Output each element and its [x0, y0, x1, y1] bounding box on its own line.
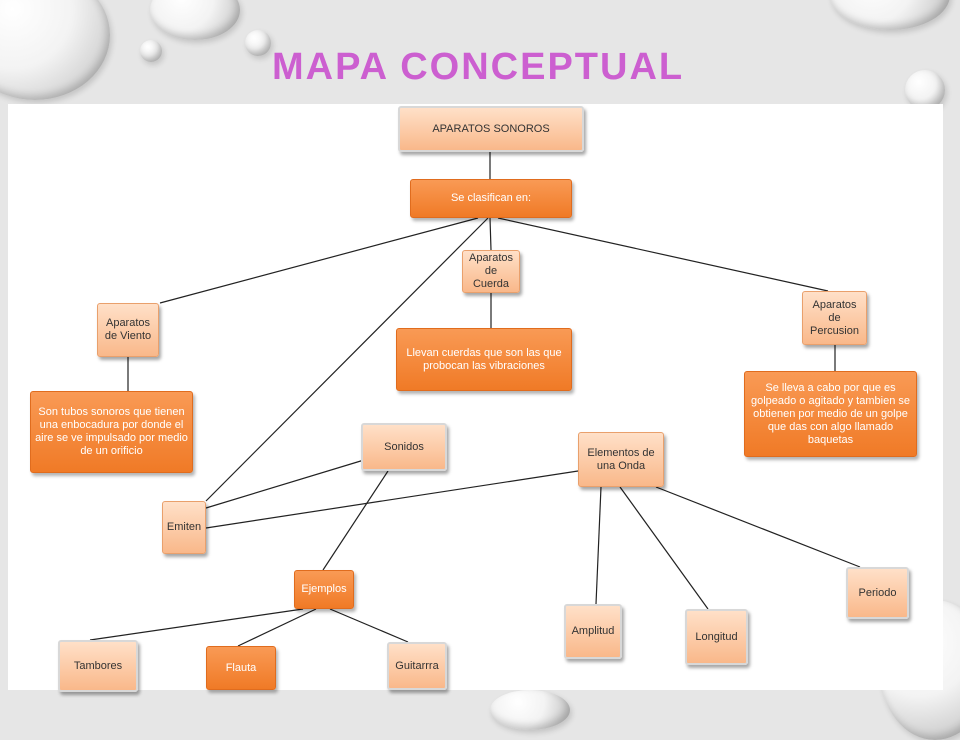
node-viento-desc[interactable]: Son tubos sonoros que tienen una enbocad…	[30, 391, 193, 473]
connector-onda-to-longitud	[619, 486, 709, 610]
node-cuerda-desc[interactable]: Llevan cuerdas que son las que probocan …	[396, 328, 572, 391]
node-periodo[interactable]: Periodo	[846, 567, 909, 619]
node-se-clasifican[interactable]: Se clasifican en:	[410, 179, 572, 218]
node-ejemplos[interactable]: Ejemplos	[294, 570, 354, 609]
water-drop-decoration	[490, 690, 570, 730]
node-emiten[interactable]: Emiten	[162, 501, 206, 554]
connector-classify-to-percusion	[497, 217, 829, 292]
node-longitud[interactable]: Longitud	[685, 609, 748, 665]
node-elementos-onda[interactable]: Elementos de una Onda	[578, 432, 664, 487]
connector-emiten-to-onda	[205, 470, 579, 529]
node-percusion-desc[interactable]: Se lleva a cabo por que es golpeado o ag…	[744, 371, 917, 457]
node-aparatos-viento[interactable]: Aparatos de Viento	[97, 303, 159, 357]
water-drop-decoration	[830, 0, 950, 30]
water-drop-decoration	[245, 30, 271, 56]
water-drop-decoration	[0, 0, 110, 100]
page-title: MAPA CONCEPTUAL	[272, 46, 685, 88]
connector-onda-to-amplitud	[595, 486, 602, 605]
water-drop-decoration	[140, 40, 162, 62]
node-aparatos-sonoros[interactable]: APARATOS SONOROS	[398, 106, 584, 152]
connector-ejemplos-to-tambores	[89, 608, 304, 641]
connector-lines	[89, 152, 861, 647]
node-sonidos[interactable]: Sonidos	[361, 423, 447, 471]
connector-sonidos-to-ejemplos	[322, 470, 389, 571]
node-flauta[interactable]: Flauta	[206, 646, 276, 690]
connector-emiten-to-sonidos	[205, 459, 365, 509]
connector-classify-to-viento	[159, 217, 479, 304]
connector-onda-to-periodo	[655, 486, 861, 568]
node-guitarra[interactable]: Guitarrra	[387, 642, 447, 690]
water-drop-decoration	[150, 0, 240, 40]
node-aparatos-percusion[interactable]: Aparatos de Percusion	[802, 291, 867, 345]
connector-classify-to-cuerda	[489, 217, 492, 251]
node-tambores[interactable]: Tambores	[58, 640, 138, 692]
water-drop-decoration	[905, 70, 945, 110]
node-amplitud[interactable]: Amplitud	[564, 604, 622, 659]
connector-ejemplos-to-guitarra	[329, 608, 409, 643]
concept-map: APARATOS SONOROS Se clasifican en: Apara…	[8, 104, 943, 692]
connector-ejemplos-to-flauta	[237, 608, 317, 647]
connector-classify-to-emiten	[205, 217, 489, 502]
node-aparatos-cuerda[interactable]: Aparatos de Cuerda	[462, 250, 520, 293]
